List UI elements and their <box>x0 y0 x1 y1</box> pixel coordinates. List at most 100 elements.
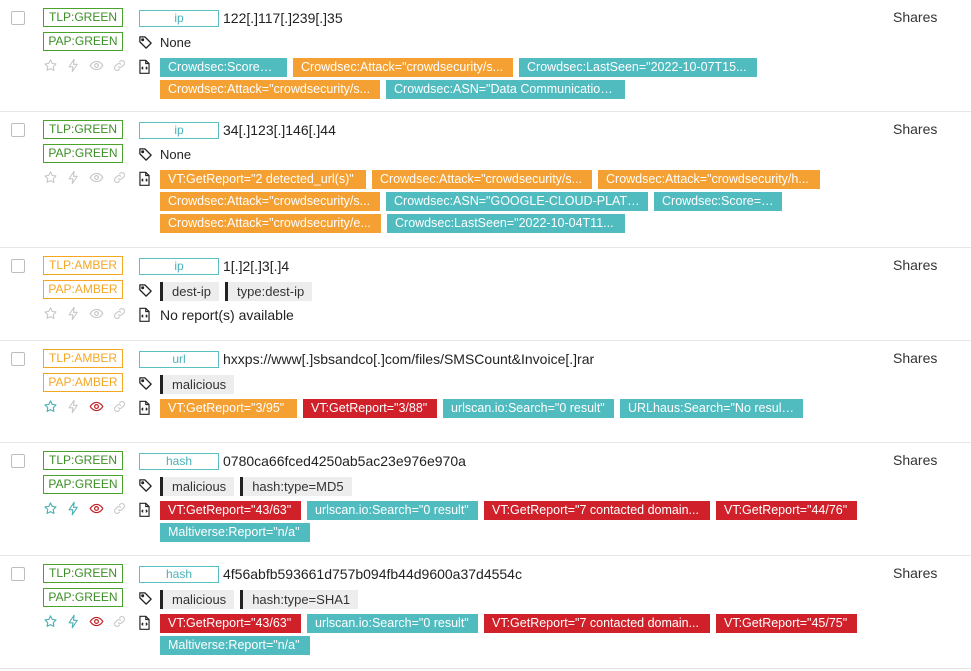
eye-icon[interactable] <box>89 399 104 414</box>
shares-label[interactable]: Shares <box>893 350 938 366</box>
bolt-icon[interactable] <box>66 170 81 185</box>
row-select-checkbox[interactable] <box>11 11 25 25</box>
star-icon[interactable] <box>43 501 58 516</box>
report-chip[interactable]: VT:GetReport="43/63" <box>160 501 301 520</box>
row-actions <box>43 305 127 321</box>
link-icon[interactable] <box>112 306 127 321</box>
data-type-badge: ip <box>139 122 219 139</box>
report-chip[interactable]: VT:GetReport="2 detected_url(s)" <box>160 170 366 189</box>
observable-value[interactable]: 1[.]2[.]3[.]4 <box>223 258 290 274</box>
report-chip[interactable]: Maltiverse:Report="n/a" <box>160 636 310 655</box>
tag-chip[interactable]: malicious <box>160 476 235 496</box>
tlp-badge: TLP:GREEN <box>43 564 123 583</box>
tag-chip[interactable]: malicious <box>160 589 235 609</box>
bolt-icon[interactable] <box>66 614 81 629</box>
report-chip[interactable]: VT:GetReport="3/88" <box>303 399 437 418</box>
data-type-badge: hash <box>139 453 219 470</box>
tag-chip[interactable]: dest-ip <box>160 281 220 301</box>
tag-icon <box>138 591 153 606</box>
tag-chip[interactable]: type:dest-ip <box>225 281 313 301</box>
report-chip[interactable]: VT:GetReport="45/75" <box>716 614 857 633</box>
bolt-icon[interactable] <box>66 306 81 321</box>
report-chip[interactable]: VT:GetReport="43/63" <box>160 614 301 633</box>
report-list: VT:GetReport="43/63" urlscan.io:Search="0… <box>160 614 860 655</box>
pap-badge: PAP:AMBER <box>43 280 123 299</box>
report-chip[interactable]: Crowdsec:Attack="crowdsecurity/h... <box>598 170 820 189</box>
report-chip[interactable]: Crowdsec:LastSeen="2022-10-07T15... <box>519 58 757 77</box>
tag-chip[interactable]: malicious <box>160 374 235 394</box>
eye-icon[interactable] <box>89 614 104 629</box>
row-select-checkbox[interactable] <box>11 567 25 581</box>
star-icon[interactable] <box>43 614 58 629</box>
row-select-checkbox[interactable] <box>11 454 25 468</box>
report-chip[interactable]: Crowdsec:Attack="crowdsecurity/s... <box>160 192 380 211</box>
eye-icon[interactable] <box>89 501 104 516</box>
tag-chip[interactable]: hash:type=MD5 <box>240 476 352 496</box>
report-chip[interactable]: urlscan.io:Search="0 result" <box>307 614 478 633</box>
report-chip[interactable]: Crowdsec:Attack="crowdsecurity/s... <box>160 80 380 99</box>
observable-value[interactable]: 4f56abfb593661d757b094fb44d9600a37d4554c <box>223 566 522 582</box>
star-icon[interactable] <box>43 399 58 414</box>
bolt-icon[interactable] <box>66 58 81 73</box>
report-chip[interactable]: VT:GetReport="7 contacted domain... <box>484 614 710 633</box>
report-chip[interactable]: urlscan.io:Search="0 result" <box>307 501 478 520</box>
row-actions <box>43 169 127 185</box>
observable-value[interactable]: 122[.]117[.]239[.]35 <box>223 10 343 26</box>
row-select-checkbox[interactable] <box>11 352 25 366</box>
tlp-badge: TLP:GREEN <box>43 120 123 139</box>
star-icon[interactable] <box>43 306 58 321</box>
observable-value[interactable]: 0780ca66fced4250ab5ac23e976e970a <box>223 453 466 469</box>
report-chip[interactable]: Crowdsec:LastSeen="2022-10-04T11... <box>387 214 625 233</box>
shares-label[interactable]: Shares <box>893 121 938 137</box>
report-chip[interactable]: VT:GetReport="7 contacted domain... <box>484 501 710 520</box>
report-chip[interactable]: Crowdsec:ASN="Data Communication... <box>386 80 625 99</box>
report-chip[interactable]: VT:GetReport="44/76" <box>716 501 857 520</box>
report-chip[interactable]: URLhaus:Search="No results" <box>620 399 803 418</box>
bolt-icon[interactable] <box>66 501 81 516</box>
row-select-checkbox[interactable] <box>11 123 25 137</box>
pap-badge: PAP:AMBER <box>43 373 123 392</box>
star-icon[interactable] <box>43 58 58 73</box>
shares-label[interactable]: Shares <box>893 565 938 581</box>
eye-icon[interactable] <box>89 170 104 185</box>
eye-icon[interactable] <box>89 58 104 73</box>
tag-chip[interactable]: hash:type=SHA1 <box>240 589 359 609</box>
link-icon[interactable] <box>112 614 127 629</box>
report-chip[interactable]: Crowdsec:Score="5" <box>654 192 782 211</box>
star-icon[interactable] <box>43 170 58 185</box>
row-select-checkbox[interactable] <box>11 259 25 273</box>
link-icon[interactable] <box>112 170 127 185</box>
shares-label[interactable]: Shares <box>893 257 938 273</box>
report-chip[interactable]: Crowdsec:ASN="GOOGLE-CLOUD-PLATF... <box>386 192 648 211</box>
report-chip[interactable]: Crowdsec:Attack="crowdsecurity/s... <box>293 58 513 77</box>
eye-icon[interactable] <box>89 306 104 321</box>
bolt-icon[interactable] <box>66 399 81 414</box>
pap-badge: PAP:GREEN <box>43 475 123 494</box>
report-chip[interactable]: Maltiverse:Report="n/a" <box>160 523 310 542</box>
row-actions <box>43 500 127 516</box>
report-chip[interactable]: urlscan.io:Search="0 result" <box>443 399 614 418</box>
row-actions <box>43 613 127 629</box>
link-icon[interactable] <box>112 501 127 516</box>
shares-label[interactable]: Shares <box>893 452 938 468</box>
link-icon[interactable] <box>112 58 127 73</box>
observable-value[interactable]: hxxps://www[.]sbsandco[.]com/files/SMSCo… <box>223 351 595 367</box>
report-chip[interactable]: Crowdsec:Score="0" <box>160 58 287 77</box>
tlp-badge: TLP:AMBER <box>43 256 123 275</box>
tag-icon <box>138 283 153 298</box>
tlp-badge: TLP:GREEN <box>43 8 123 27</box>
shares-label[interactable]: Shares <box>893 9 938 25</box>
report-chip[interactable]: VT:GetReport="3/95" <box>160 399 297 418</box>
report-icon <box>138 502 151 517</box>
observable-value[interactable]: 34[.]123[.]146[.]44 <box>223 122 336 138</box>
report-chip[interactable]: Crowdsec:Attack="crowdsecurity/s... <box>372 170 592 189</box>
report-chip[interactable]: Crowdsec:Attack="crowdsecurity/e... <box>160 214 381 233</box>
link-icon[interactable] <box>112 399 127 414</box>
